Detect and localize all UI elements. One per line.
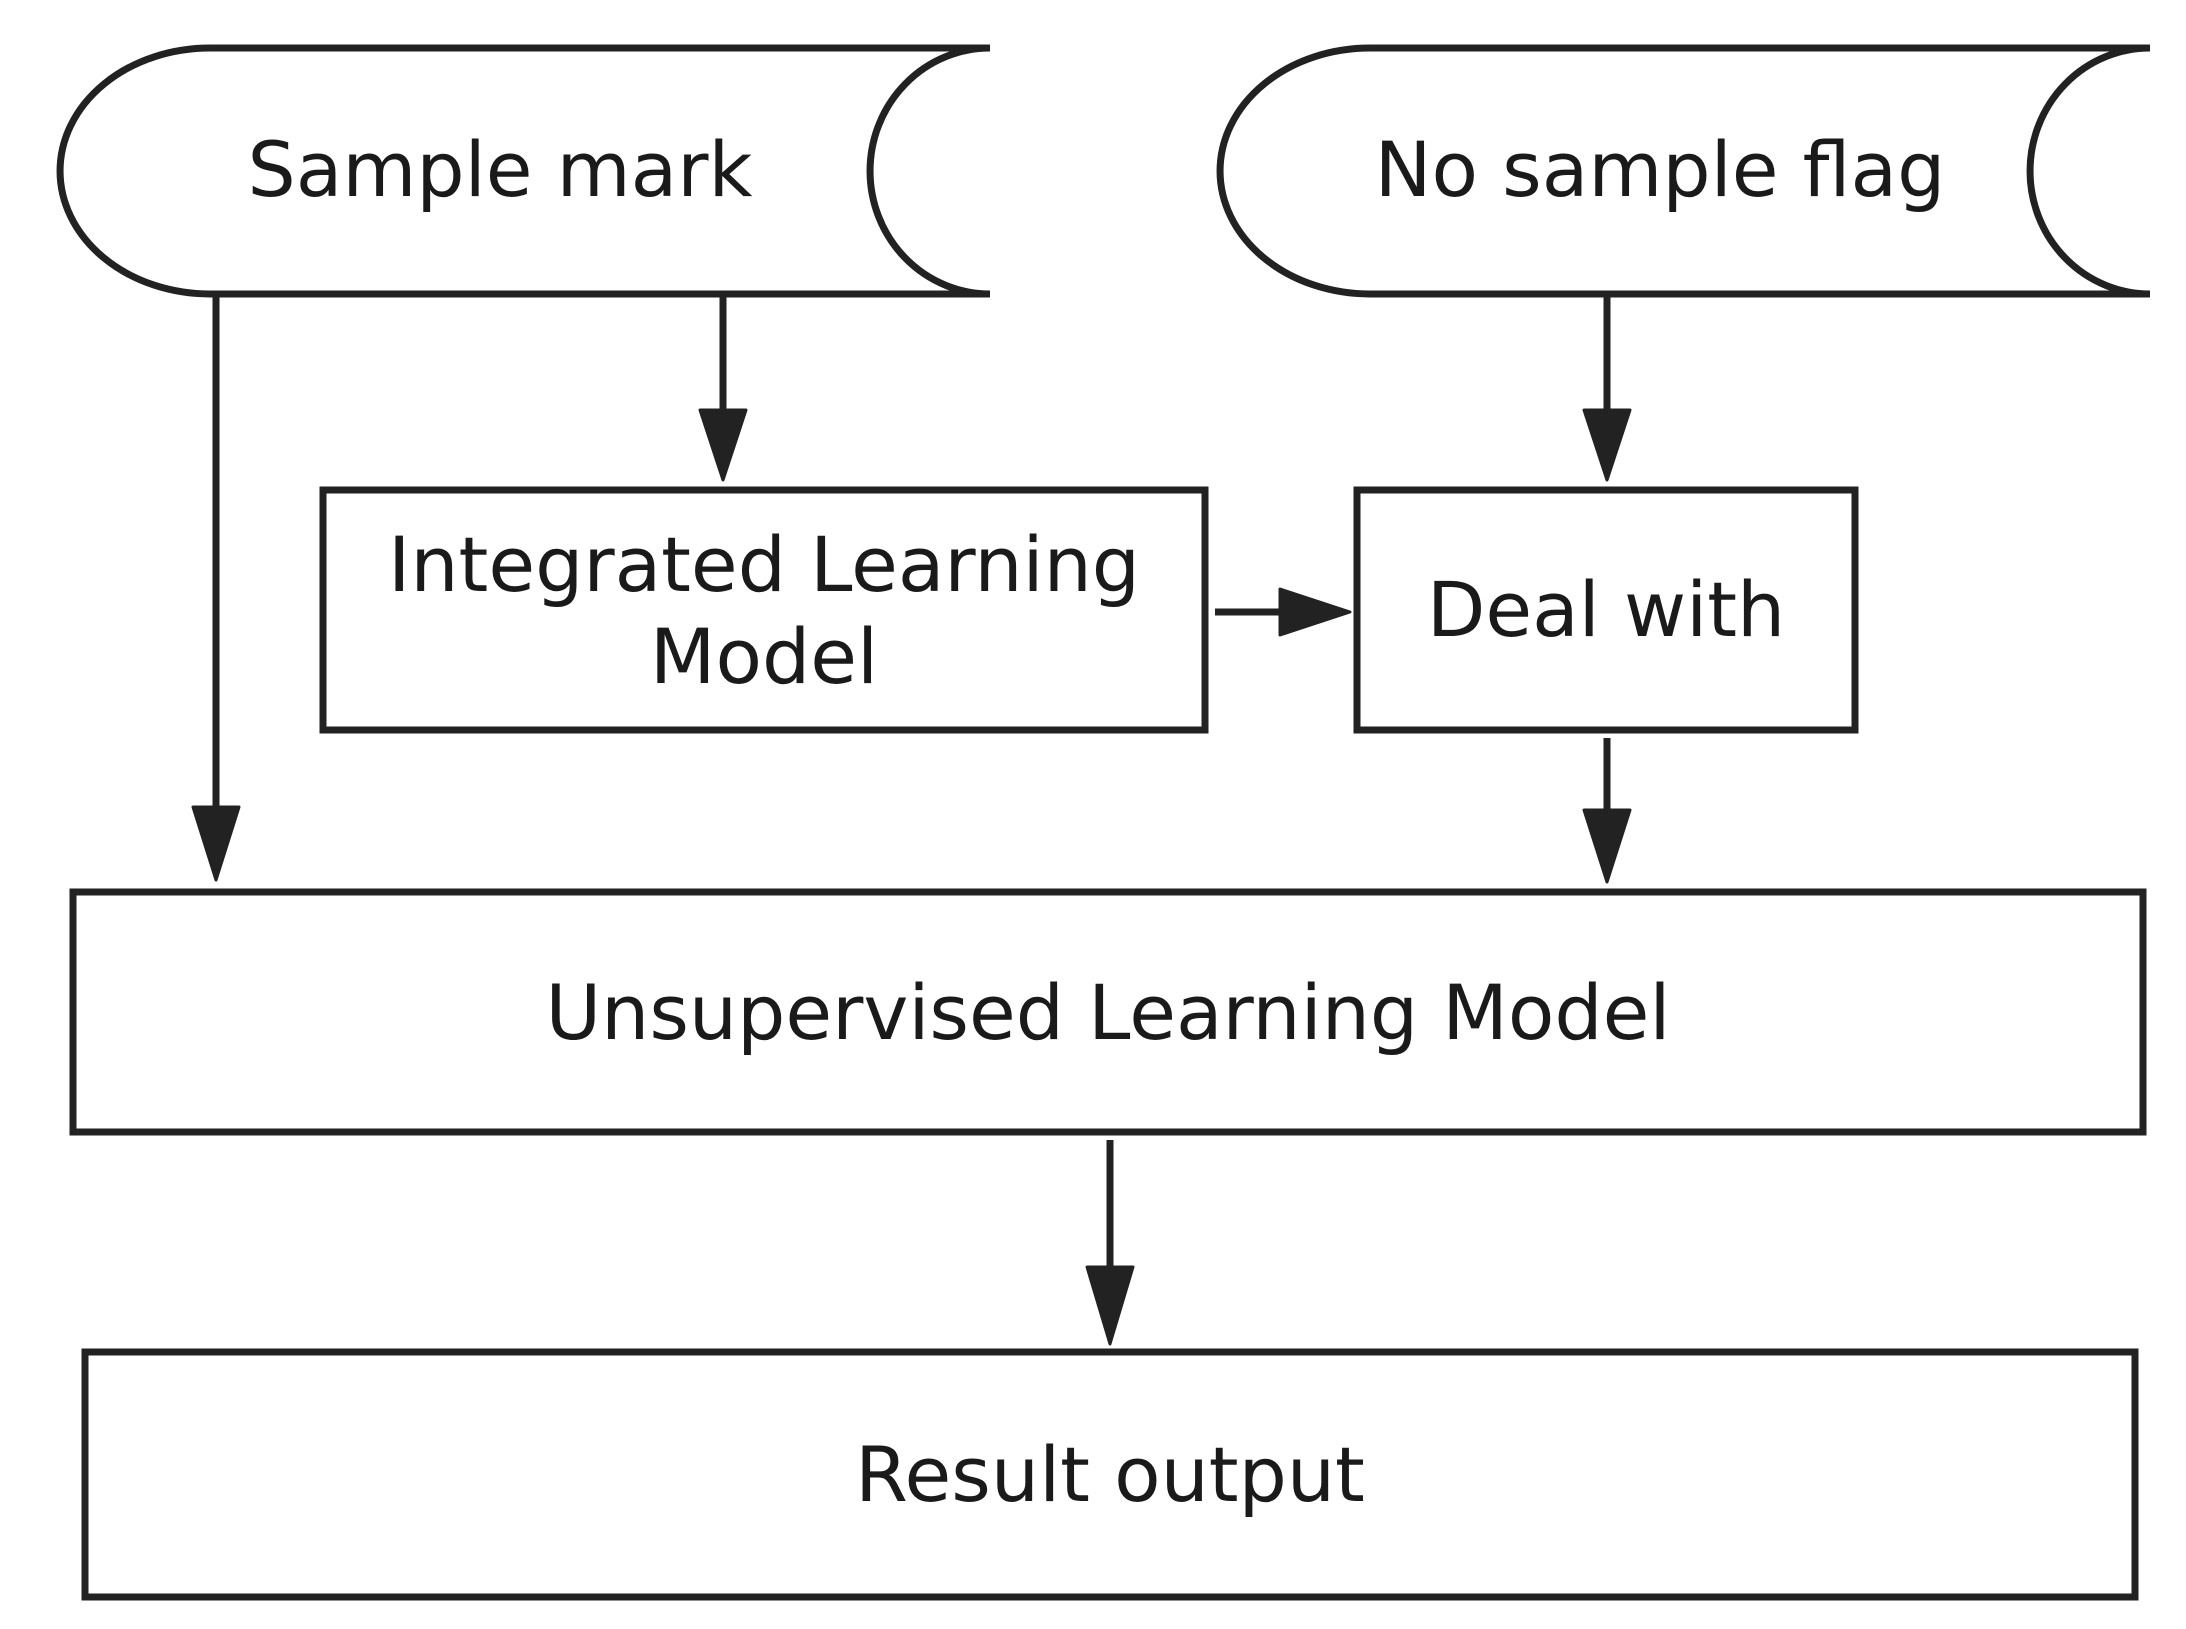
node-deal-with: Deal with (1353, 486, 1859, 734)
arrowhead-right-icon (1278, 587, 1352, 637)
no-sample-flag-label: No sample flag (1375, 125, 1946, 214)
node-no-sample-flag: No sample flag (1216, 44, 2151, 298)
node-sample-mark: Sample mark (56, 44, 991, 298)
edge-sample-mark-to-unsupervised (191, 294, 241, 882)
integrated-learning-model-box (319, 486, 1209, 734)
arrowhead-down-icon (1582, 808, 1632, 884)
edge-sample-mark-to-integrated (698, 294, 748, 482)
stored-data-shape-no-sample-flag (1216, 44, 2151, 298)
arrowhead-down-icon (1085, 1265, 1135, 1346)
arrowhead-down-icon (1582, 408, 1632, 482)
deal-with-box (1353, 486, 1859, 734)
edge-integrated-to-deal-with (1215, 587, 1352, 637)
result-output-label: Result output (855, 1430, 1365, 1519)
integrated-learning-model-label-line1: Integrated Learning (388, 520, 1140, 609)
result-output-box (81, 1348, 2139, 1601)
stored-data-shape-sample-mark (56, 44, 991, 298)
sample-mark-label: Sample mark (248, 125, 753, 214)
deal-with-label: Deal with (1427, 565, 1785, 654)
node-unsupervised-learning-model: Unsupervised Learning Model (69, 888, 2147, 1136)
arrowhead-down-icon (698, 408, 748, 482)
edge-deal-with-to-unsupervised (1582, 738, 1632, 884)
unsupervised-learning-model-box (69, 888, 2147, 1136)
node-integrated-learning-model: Integrated Learning Model (319, 486, 1209, 734)
node-result-output: Result output (81, 1348, 2139, 1601)
arrowhead-down-icon (191, 805, 241, 882)
edge-unsupervised-to-result (1085, 1140, 1135, 1346)
integrated-learning-model-label-line2: Model (650, 612, 878, 701)
unsupervised-learning-model-label: Unsupervised Learning Model (546, 968, 1671, 1057)
edge-no-sample-flag-to-deal-with (1582, 294, 1632, 482)
